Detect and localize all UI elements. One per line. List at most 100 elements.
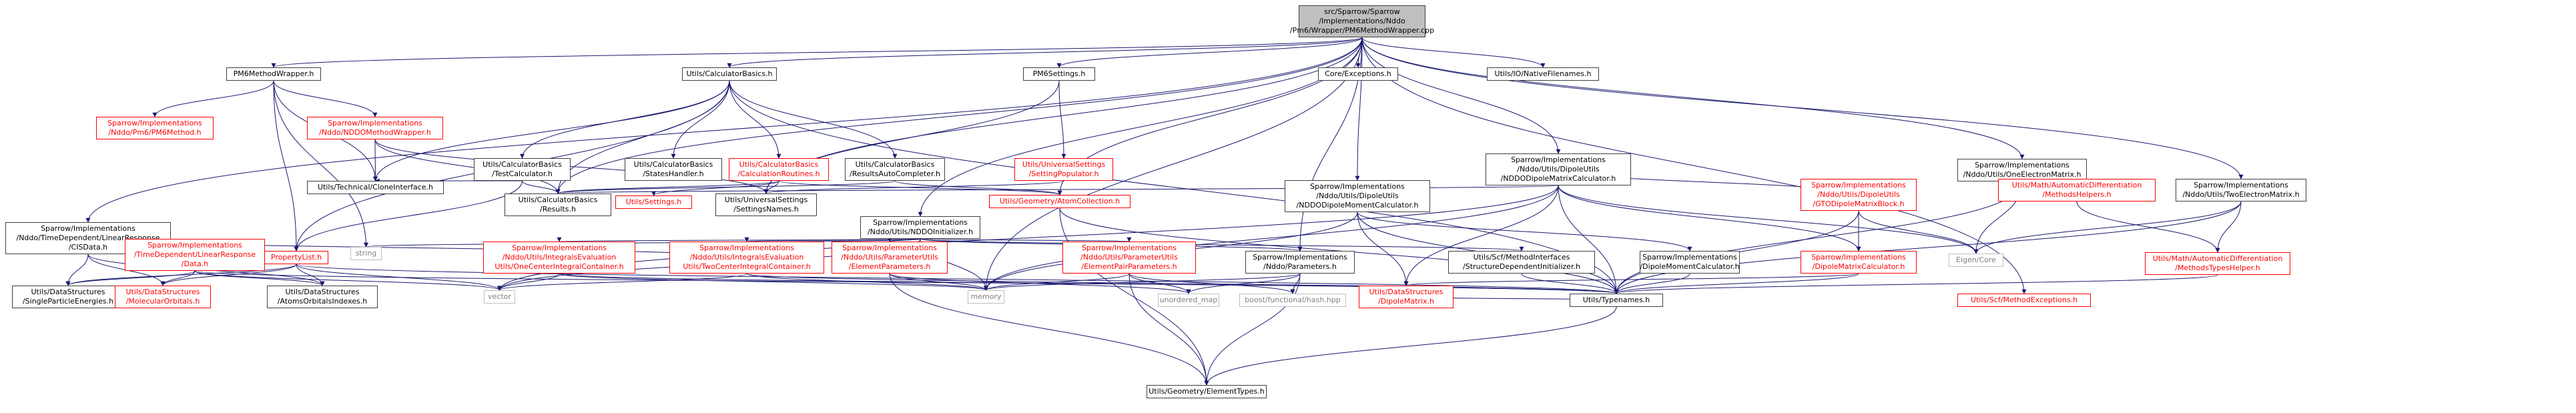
edge-elpar-to-unordered-map bbox=[889, 273, 1191, 294]
node-calcroutines[interactable]: Utils/CalculatorBasics/CalculationRoutin… bbox=[729, 158, 829, 181]
edge-proplist-to-molorb bbox=[160, 264, 297, 286]
edge-testcalc-to-results bbox=[522, 180, 561, 194]
edge-elpairpar-to-memory bbox=[984, 273, 1130, 291]
node-label: Utils/CalculatorBasics bbox=[855, 160, 935, 169]
edge-dip-mom-impl-to-typenames bbox=[1614, 273, 1690, 294]
edge-pm6mw-to-nddo-mw bbox=[273, 80, 378, 117]
node-label: Utils/Technical/CloneInterface.h bbox=[317, 183, 434, 191]
node-autodiff-helpers[interactable]: Utils/Math/AutomaticDifferentiation/Meth… bbox=[1998, 179, 2156, 201]
node-memory: memory bbox=[968, 290, 1004, 304]
node-setpop[interactable]: Utils/UniversalSettings/SettingPopulator… bbox=[1014, 158, 1113, 181]
node-dip-mom-impl[interactable]: Sparrow/Implementations/DipoleMomentCalc… bbox=[1640, 251, 1740, 274]
node-scf-struct[interactable]: Utils/Scf/MethodInterfaces/StructureDepe… bbox=[1448, 251, 1595, 274]
node-label: Utils/Geometry/AtomCollection.h bbox=[999, 197, 1120, 205]
node-testcalc[interactable]: Utils/CalculatorBasics/TestCalculator.h bbox=[474, 158, 571, 181]
node-molorb[interactable]: Utils/DataStructures/MolecularOrbitals.h bbox=[115, 286, 211, 308]
node-clone[interactable]: Utils/Technical/CloneInterface.h bbox=[307, 181, 444, 194]
node-label: PM6Settings.h bbox=[1032, 69, 1086, 78]
node-label: /CalculationRoutines.h bbox=[737, 169, 820, 178]
edge-params-to-fhash bbox=[1290, 273, 1301, 294]
edge-nddo-init-to-elpairpar bbox=[920, 237, 1131, 242]
node-pm6method[interactable]: Sparrow/Implementations/Nddo/Pm6/PM6Meth… bbox=[96, 117, 214, 139]
edge-root-to-dipole-mat-calc bbox=[1361, 37, 1561, 154]
edge-nddo-init-to-string bbox=[364, 238, 921, 248]
edge-elpar-to-memory bbox=[889, 273, 988, 291]
node-label: PM6MethodWrapper.h bbox=[233, 69, 314, 78]
node-settingnames[interactable]: Utils/UniversalSettings/SettingsNames.h bbox=[715, 193, 817, 216]
node-label: /ElementPairParameters.h bbox=[1081, 262, 1177, 271]
node-gto-dip[interactable]: Sparrow/Implementations/Nddo/Utils/Dipol… bbox=[1801, 179, 1917, 211]
node-eigen: Eigen/Core bbox=[1949, 254, 2003, 267]
edge-root-to-scf-exc bbox=[1361, 37, 2027, 294]
node-label: Sparrow/Implementations bbox=[873, 218, 968, 227]
node-two-el[interactable]: Sparrow/Implementations/Nddo/Utils/TwoEl… bbox=[2176, 179, 2306, 201]
node-results[interactable]: Utils/CalculatorBasics/Results.h bbox=[505, 193, 611, 216]
node-tddft[interactable]: Sparrow/Implementations/Nddo/TimeDepende… bbox=[5, 222, 171, 254]
edge-proplist-to-typenames bbox=[296, 264, 1618, 294]
node-label: Utils/UniversalSettings bbox=[1022, 160, 1106, 169]
node-label: Sparrow/Implementations bbox=[107, 119, 202, 127]
node-pm6settings[interactable]: PM6Settings.h bbox=[1023, 67, 1095, 81]
node-label: /Nddo/Utils/DipoleUtils bbox=[1517, 165, 1600, 173]
node-dipole-mat-calc[interactable]: Sparrow/Implementations/Nddo/Utils/Dipol… bbox=[1486, 153, 1631, 185]
node-label: Sparrow/Implementations bbox=[1975, 161, 2069, 169]
node-label: /SettingsNames.h bbox=[733, 205, 799, 214]
node-autodiff-types[interactable]: Utils/Math/AutomaticDifferentiation/Meth… bbox=[2145, 252, 2290, 275]
node-elementtypes[interactable]: Utils/Geometry/ElementTypes.h bbox=[1147, 385, 1267, 398]
node-nddo-init[interactable]: Sparrow/Implementations/Nddo/Utils/NDDOI… bbox=[860, 216, 980, 239]
node-nddo-mw[interactable]: Sparrow/Implementations/Nddo/NDDOMethodW… bbox=[307, 117, 443, 139]
node-label: Utils/CalculatorBasics.h bbox=[686, 69, 773, 78]
node-label: Utils/DataStructures bbox=[31, 288, 105, 296]
node-atomcoll[interactable]: Utils/Geometry/AtomCollection.h bbox=[989, 195, 1131, 208]
node-typenames[interactable]: Utils/Typenames.h bbox=[1570, 294, 1663, 307]
node-elpairpar[interactable]: Sparrow/Implementations/Nddo/Utils/Param… bbox=[1062, 242, 1196, 274]
node-label: unordered_map bbox=[1159, 296, 1218, 304]
node-core-exc[interactable]: Core/Exceptions.h bbox=[1318, 67, 1398, 81]
node-label: /DipoleMomentCalculator.h bbox=[1640, 262, 1740, 271]
node-settings[interactable]: Utils/Settings.h bbox=[615, 195, 692, 209]
node-label: /DipoleMatrix.h bbox=[1378, 297, 1434, 306]
node-label: Sparrow/Implementations bbox=[328, 119, 422, 127]
node-int-two[interactable]: Sparrow/Implementations/Nddo/Utils/Integ… bbox=[669, 242, 824, 274]
node-pm6mw[interactable]: PM6MethodWrapper.h bbox=[226, 67, 321, 81]
node-label: /NDDODipoleMomentCalculator.h bbox=[1296, 201, 1419, 210]
node-label: Utils/IO/NativeFilenames.h bbox=[1494, 69, 1592, 78]
edge-scf-struct-to-typenames bbox=[1521, 273, 1619, 294]
node-int-one[interactable]: Sparrow/Implementations/Nddo/Utils/Integ… bbox=[483, 242, 635, 274]
edge-proplist-to-vector bbox=[296, 264, 502, 291]
node-label: Sparrow/Implementations bbox=[1642, 253, 1737, 262]
node-atomsorb[interactable]: Utils/DataStructures/AtomsOrbitalsIndexe… bbox=[267, 286, 378, 308]
edge-root-to-io-native bbox=[1361, 37, 1546, 68]
node-label: /Nddo/Utils/IntegralsEvaluation bbox=[502, 253, 617, 262]
node-label: Utils/Typenames.h bbox=[1582, 296, 1650, 304]
edge-int-two-to-typenames bbox=[746, 273, 1618, 294]
node-label: Sparrow/Implementations bbox=[147, 241, 242, 250]
node-label: /Nddo/Pm6/PM6Method.h bbox=[108, 128, 202, 137]
edge-dip-mom-calc-to-dipmat bbox=[1357, 212, 1409, 286]
node-calcbasics[interactable]: Utils/CalculatorBasics.h bbox=[682, 67, 777, 81]
node-stateshandler[interactable]: Utils/CalculatorBasics/StatesHandler.h bbox=[625, 158, 722, 181]
node-tdlr[interactable]: Sparrow/Implementations/TimeDependent/Li… bbox=[125, 239, 265, 271]
node-label: /Nddo/TimeDependent/LinearResponse bbox=[16, 234, 160, 242]
node-label: Utils/Scf/MethodInterfaces bbox=[1473, 253, 1570, 262]
edge-one-el-to-typenames bbox=[1614, 181, 2023, 294]
node-dip-mat-impl[interactable]: Sparrow/Implementations/DipoleMatrixCalc… bbox=[1801, 251, 1917, 274]
node-dipmat[interactable]: Utils/DataStructures/DipoleMatrix.h bbox=[1359, 286, 1454, 308]
node-scf-exc[interactable]: Utils/Scf/MethodExceptions.h bbox=[1957, 294, 2091, 307]
node-resautocomp[interactable]: Utils/CalculatorBasics/ResultsAutoComple… bbox=[845, 158, 945, 181]
node-proplist[interactable]: PropertyList.h bbox=[264, 251, 328, 264]
node-label: /ResultsAutoCompleter.h bbox=[850, 169, 940, 178]
node-params[interactable]: Sparrow/Implementations/Nddo/Parameters.… bbox=[1245, 251, 1355, 274]
edge-root-to-dip-mom-calc bbox=[1355, 37, 1363, 181]
node-elpar[interactable]: Sparrow/Implementations/Nddo/Utils/Param… bbox=[832, 242, 948, 274]
node-label: Utils/Math/AutomaticDifferentiation bbox=[2152, 254, 2283, 263]
node-io-native[interactable]: Utils/IO/NativeFilenames.h bbox=[1487, 67, 1599, 81]
edge-dipole-mat-calc-to-dip-mat-impl bbox=[1558, 185, 1861, 252]
node-singlepart[interactable]: Utils/DataStructures/SingleParticleEnerg… bbox=[12, 286, 124, 308]
edge-proplist-to-singlepart bbox=[65, 264, 297, 286]
node-label: Utils/DataStructures bbox=[125, 288, 200, 296]
node-dip-mom-calc[interactable]: Sparrow/Implementations/Nddo/Utils/Dipol… bbox=[1285, 180, 1430, 212]
edge-pm6mw-to-string bbox=[273, 80, 368, 248]
edge-root-to-pm6mw bbox=[271, 37, 1363, 68]
node-one-el[interactable]: Sparrow/Implementations/Nddo/Utils/OneEl… bbox=[1957, 159, 2087, 181]
